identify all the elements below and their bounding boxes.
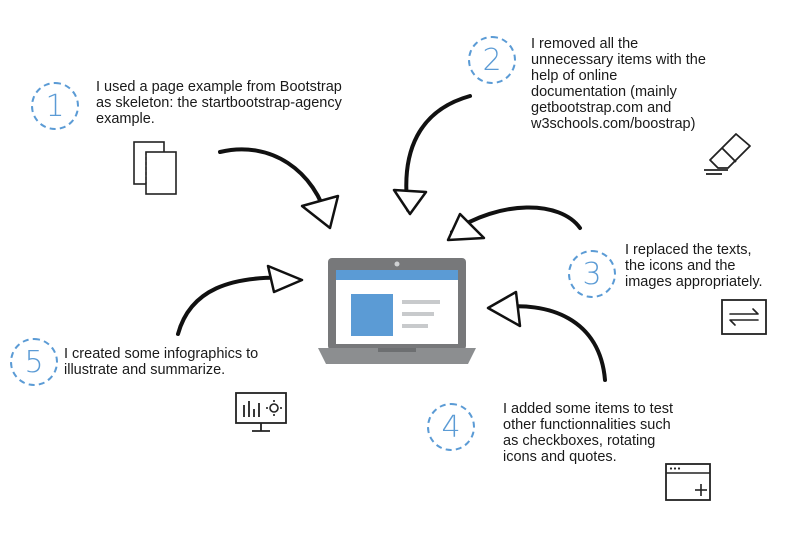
step-3-text: I replaced the texts, the icons and the … bbox=[625, 242, 763, 290]
swap-arrows-icon bbox=[721, 299, 767, 335]
step-number-label: 5 bbox=[24, 344, 44, 380]
arrowhead-step-2 bbox=[392, 188, 428, 216]
browser-window-add-icon bbox=[665, 463, 711, 501]
step-2-text: I removed all the unnecessary items with… bbox=[531, 36, 706, 132]
dashed-circle-icon bbox=[427, 403, 475, 451]
arrowhead-step-5 bbox=[266, 264, 304, 294]
step-number-5: 5 bbox=[10, 338, 58, 386]
laptop-icon bbox=[318, 258, 476, 364]
step-1-text: I used a page example from Bootstrap as … bbox=[96, 79, 342, 127]
dashed-circle-icon bbox=[10, 338, 58, 386]
arrowhead-step-1 bbox=[300, 194, 340, 230]
step-number-label: 3 bbox=[582, 256, 602, 292]
step-5-text: I created some infographics to illustrat… bbox=[64, 346, 259, 378]
step-number-label: 2 bbox=[482, 42, 502, 78]
step-number-1: 1 bbox=[31, 82, 79, 130]
step-number-2: 2 bbox=[468, 36, 516, 84]
dashed-circle-icon bbox=[468, 36, 516, 84]
dashed-circle-icon bbox=[31, 82, 79, 130]
eraser-icon bbox=[704, 133, 751, 175]
copy-documents-icon bbox=[133, 141, 177, 195]
step-number-3: 3 bbox=[568, 250, 616, 298]
step-number-4: 4 bbox=[427, 403, 475, 451]
dashed-circle-icon bbox=[568, 250, 616, 298]
arrowhead-step-3 bbox=[446, 212, 486, 242]
step-number-label: 1 bbox=[45, 88, 65, 124]
step-4-text: I added some items to test other functio… bbox=[503, 401, 674, 465]
arrowhead-step-4 bbox=[486, 290, 522, 328]
step-number-label: 4 bbox=[441, 409, 461, 445]
monitor-chart-gear-icon bbox=[235, 392, 287, 432]
